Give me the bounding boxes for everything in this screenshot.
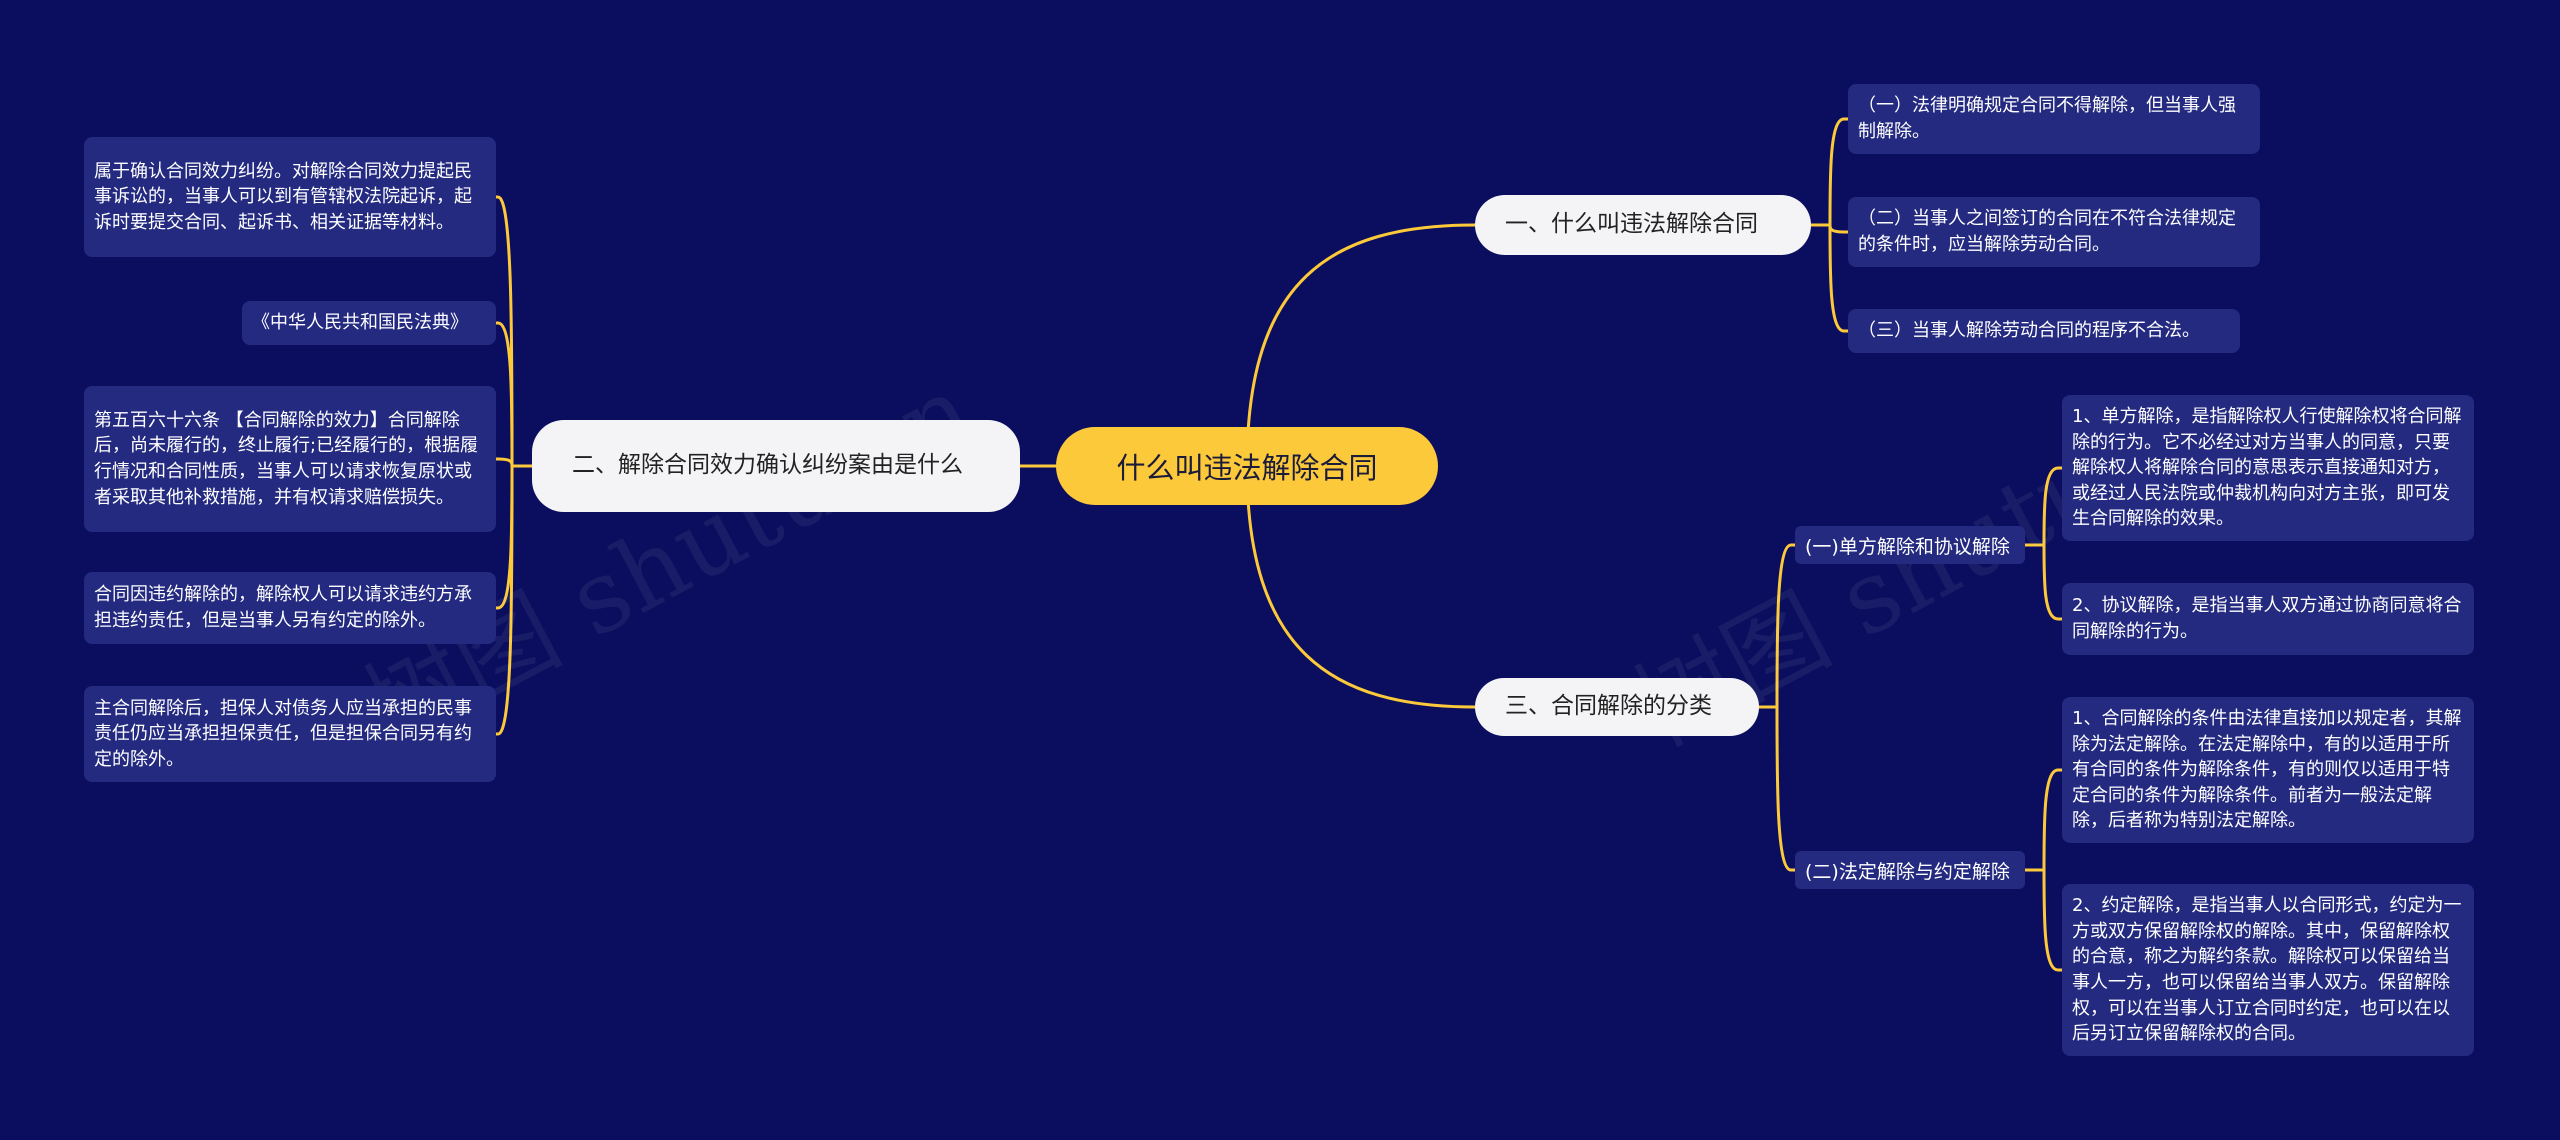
sub-node-1[interactable]: (一)单方解除和协议解除 bbox=[1795, 526, 2025, 564]
connector-line bbox=[1245, 223, 1477, 468]
leaf-node[interactable]: 1、单方解除，是指解除权人行使解除权将合同解除的行为。它不必经过对方当事人的同意… bbox=[2062, 395, 2474, 541]
leaf-text: 1、单方解除，是指解除权人行使解除权将合同解除的行为。它不必经过对方当事人的同意… bbox=[2072, 406, 2462, 530]
leaf-text: 2、约定解除，是指当事人以合同形式，约定为一方或双方保留解除权的解除。其中，保留… bbox=[2072, 895, 2462, 1045]
branch-node-1[interactable]: 一、什么叫违法解除合同 bbox=[1475, 195, 1811, 255]
branch-label: 二、解除合同效力确认纠纷案由是什么 bbox=[572, 452, 963, 479]
leaf-node[interactable]: 1、合同解除的条件由法律直接加以规定者，其解除为法定解除。在法定解除中，有的以适… bbox=[2062, 697, 2474, 843]
leaf-text: 属于确认合同效力纠纷。对解除合同效力提起民事诉讼的，当事人可以到有管辖权法院起诉… bbox=[94, 160, 472, 233]
leaf-node[interactable]: 《中华人民共和国民法典》 bbox=[242, 301, 496, 345]
sub-node-2[interactable]: (二)法定解除与约定解除 bbox=[1795, 851, 2025, 889]
leaf-node[interactable]: （二）当事人之间签订的合同在不符合法律规定的条件时，应当解除劳动合同。 bbox=[1848, 197, 2260, 267]
leaf-node[interactable]: 合同因违约解除的，解除权人可以请求违约方承担违约责任，但是当事人另有约定的除外。 bbox=[84, 572, 496, 644]
connector-line bbox=[1828, 223, 1850, 333]
connector-line bbox=[2042, 466, 2064, 547]
connector-line bbox=[1245, 464, 1477, 709]
branch-node-2[interactable]: 二、解除合同效力确认纠纷案由是什么 bbox=[532, 420, 1020, 512]
branch-node-3[interactable]: 三、合同解除的分类 bbox=[1475, 678, 1759, 736]
leaf-text: 主合同解除后，担保人对债务人应当承担的民事责任仍应当承担担保责任，但是担保合同另… bbox=[94, 697, 472, 770]
connector-line bbox=[2042, 768, 2064, 872]
connector-line bbox=[494, 457, 514, 468]
leaf-text: （一）法律明确规定合同不得解除，但当事人强制解除。 bbox=[1858, 95, 2236, 142]
branch-label: 一、什么叫违法解除合同 bbox=[1505, 211, 1758, 238]
branch-label: 三、合同解除的分类 bbox=[1505, 693, 1712, 720]
connector-line bbox=[2042, 543, 2064, 621]
connector-line bbox=[1828, 117, 1850, 227]
connector-line bbox=[494, 321, 514, 468]
leaf-text: 合同因违约解除的，解除权人可以请求违约方承担违约责任，但是当事人另有约定的除外。 bbox=[94, 584, 472, 631]
leaf-node[interactable]: 第五百六十六条 【合同解除的效力】合同解除后，尚未履行的，终止履行;已经履行的，… bbox=[84, 386, 496, 532]
leaf-text: （三）当事人解除劳动合同的程序不合法。 bbox=[1858, 320, 2200, 342]
leaf-node[interactable]: 属于确认合同效力纠纷。对解除合同效力提起民事诉讼的，当事人可以到有管辖权法院起诉… bbox=[84, 137, 496, 257]
leaf-text: （二）当事人之间签订的合同在不符合法律规定的条件时，应当解除劳动合同。 bbox=[1858, 208, 2236, 255]
connector-line bbox=[2042, 868, 2064, 972]
connector-line bbox=[1775, 543, 1797, 709]
connector-line bbox=[1775, 705, 1797, 872]
root-node[interactable]: 什么叫违法解除合同 bbox=[1056, 427, 1438, 505]
sub-label: (二)法定解除与约定解除 bbox=[1805, 860, 2010, 883]
leaf-node[interactable]: 2、约定解除，是指当事人以合同形式，约定为一方或双方保留解除权的解除。其中，保留… bbox=[2062, 884, 2474, 1056]
connector-line bbox=[494, 464, 514, 610]
sub-label: (一)单方解除和协议解除 bbox=[1805, 535, 2010, 558]
connector-line bbox=[494, 464, 514, 736]
leaf-text: 《中华人民共和国民法典》 bbox=[252, 312, 468, 334]
connector-line bbox=[1828, 223, 1850, 234]
leaf-node[interactable]: （一）法律明确规定合同不得解除，但当事人强制解除。 bbox=[1848, 84, 2260, 154]
leaf-node[interactable]: （三）当事人解除劳动合同的程序不合法。 bbox=[1848, 309, 2240, 353]
leaf-text: 1、合同解除的条件由法律直接加以规定者，其解除为法定解除。在法定解除中，有的以适… bbox=[2072, 708, 2462, 832]
leaf-text: 第五百六十六条 【合同解除的效力】合同解除后，尚未履行的，终止履行;已经履行的，… bbox=[94, 409, 479, 508]
root-label: 什么叫违法解除合同 bbox=[1116, 451, 1378, 485]
leaf-text: 2、协议解除，是指当事人双方通过协商同意将合同解除的行为。 bbox=[2072, 595, 2462, 642]
leaf-node[interactable]: 2、协议解除，是指当事人双方通过协商同意将合同解除的行为。 bbox=[2062, 583, 2474, 655]
leaf-node[interactable]: 主合同解除后，担保人对债务人应当承担的民事责任仍应当承担担保责任，但是担保合同另… bbox=[84, 686, 496, 782]
